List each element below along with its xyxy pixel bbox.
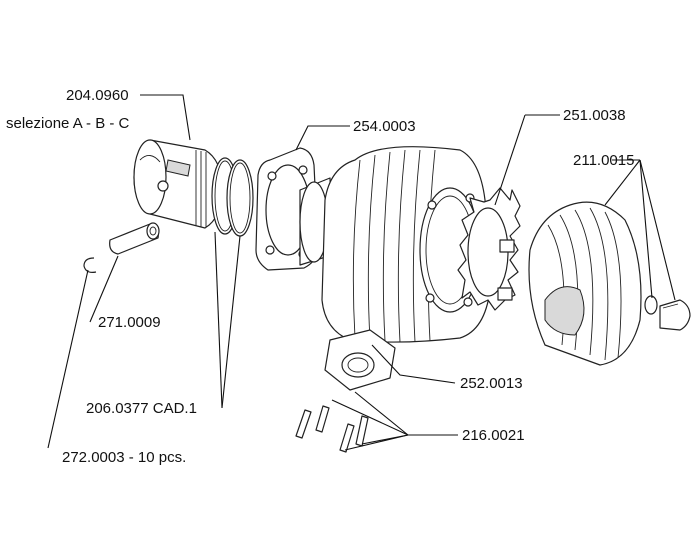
label-base-gasket: 254.0003 bbox=[353, 118, 416, 135]
head-bolt bbox=[644, 295, 691, 331]
piston-pin bbox=[109, 222, 160, 255]
cylinder bbox=[299, 146, 491, 391]
circlip bbox=[83, 257, 97, 273]
label-piston: 204.0960 bbox=[66, 87, 129, 104]
label-clip: 272.0003 - 10 pcs. bbox=[62, 449, 186, 466]
piston-rings bbox=[211, 157, 254, 237]
label-pin: 271.0009 bbox=[98, 314, 161, 331]
label-head-gasket: 251.0038 bbox=[563, 107, 626, 124]
piston bbox=[133, 139, 223, 229]
label-piston-selection: selezione A - B - C bbox=[6, 115, 130, 132]
label-rings: 206.0377 CAD.1 bbox=[86, 400, 197, 417]
intake-studs bbox=[295, 405, 369, 453]
head-gasket bbox=[457, 187, 521, 311]
cylinder-head bbox=[528, 201, 642, 366]
label-intake-gasket: 252.0013 bbox=[460, 375, 523, 392]
label-head-bolt: 211.0015 bbox=[573, 152, 634, 169]
leader-lines bbox=[47, 94, 676, 451]
label-studs: 216.0021 bbox=[462, 427, 525, 444]
